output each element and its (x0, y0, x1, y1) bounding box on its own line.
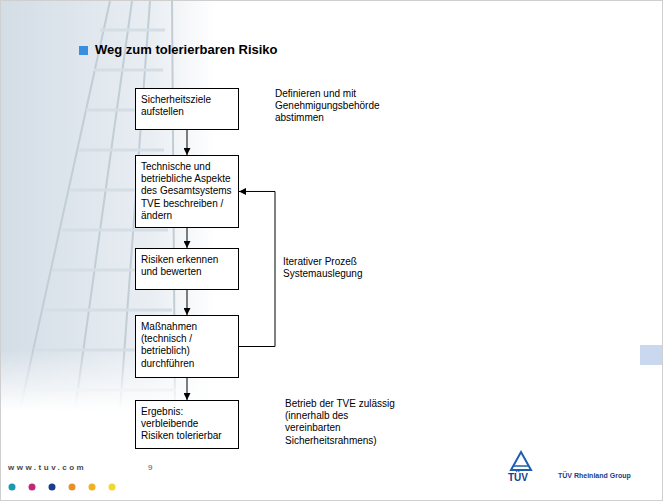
footer-dots (9, 484, 116, 491)
process-box: Technische und betriebliche Aspekte des … (135, 155, 239, 228)
flow-arrow (187, 228, 188, 248)
process-box: Maßnahmen (technisch / betrieblich) durc… (135, 315, 239, 378)
flow-arrow (187, 290, 188, 315)
box-text: Ergebnis: verbleibende Risiken tolerierb… (141, 406, 233, 443)
flow-arrow (187, 378, 188, 400)
deco-square (640, 345, 662, 365)
page-number: 9 (148, 463, 168, 473)
flow-arrow (187, 130, 188, 155)
flow-arrow (239, 191, 275, 346)
box-text: Maßnahmen (technisch / betrieblich) durc… (141, 321, 233, 370)
note-label: Definieren und mit Genehmigungsbehörde a… (275, 88, 387, 125)
process-box: Ergebnis: verbleibende Risiken tolerierb… (135, 400, 239, 449)
box-text: Technische und betriebliche Aspekte des … (141, 161, 233, 222)
process-box: Sicherheitsziele aufstellen (135, 88, 239, 130)
note-label: Iterativer Prozeß Systemauslegung (283, 256, 379, 280)
note-label: Betrieb der TVE zulässig (innerhalb des … (285, 398, 403, 447)
tuv-logo-triangle (511, 452, 531, 470)
company-name: TÜV Rheinland Group (558, 472, 658, 481)
logo-text: TÜV (508, 472, 538, 484)
title-bullet (79, 46, 88, 55)
box-text: Risiken erkennen und bewerten (141, 254, 233, 278)
process-box: Risiken erkennen und bewerten (135, 248, 239, 290)
slide-title: Weg zum tolerierbaren Risiko (95, 42, 278, 57)
footer-url: www.tuv.com (8, 463, 158, 473)
box-text: Sicherheitsziele aufstellen (141, 94, 233, 118)
